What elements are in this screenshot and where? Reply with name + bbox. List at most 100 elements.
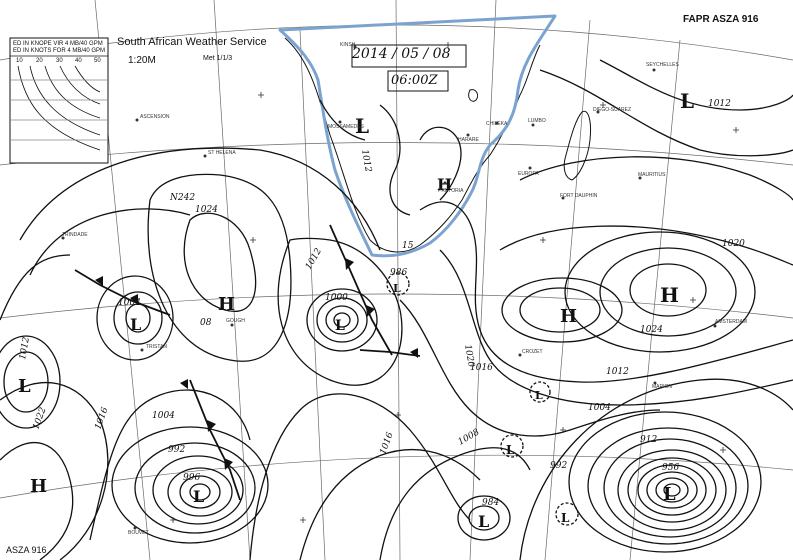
station-marker bbox=[518, 353, 522, 357]
isobar-label: 1012 bbox=[18, 336, 32, 361]
station-marker bbox=[528, 166, 532, 170]
station-marker bbox=[652, 68, 656, 72]
analysis-region-outline bbox=[278, 14, 557, 258]
isobar-ring bbox=[587, 427, 749, 545]
isobar-ring bbox=[134, 442, 256, 534]
isobar-ring bbox=[655, 477, 689, 503]
pressure-centers: L L H H L L L H H L L L H L L L L bbox=[18, 89, 694, 531]
isobar-ring bbox=[603, 438, 737, 538]
station-label: MARION bbox=[652, 384, 672, 390]
station-marker bbox=[140, 348, 144, 352]
station-label: CROZET bbox=[522, 349, 543, 355]
isobar-ring bbox=[555, 502, 579, 526]
isobar-label: 956 bbox=[662, 463, 679, 473]
front-barb bbox=[207, 420, 216, 432]
chart-code-top: FAPR ASZA 916 bbox=[683, 14, 759, 25]
station-marker bbox=[561, 196, 565, 200]
isobar-label: 1016 bbox=[470, 363, 493, 373]
scale-tick: 40 bbox=[75, 58, 82, 64]
isobar-ring bbox=[637, 464, 707, 516]
isobar-ring bbox=[599, 247, 737, 337]
isobar-ring bbox=[500, 434, 524, 458]
front-barb bbox=[345, 258, 354, 270]
scale-tick: 20 bbox=[36, 58, 43, 64]
map-scale: 1:20M bbox=[128, 55, 156, 66]
pressure-center-high: H bbox=[218, 294, 235, 315]
date-box bbox=[351, 44, 467, 68]
met-reference: Met 1/1/3 bbox=[203, 55, 233, 62]
front-barb bbox=[130, 294, 138, 304]
station-label: BOUVET bbox=[128, 530, 149, 536]
station-label: MAURITIUS bbox=[638, 172, 666, 178]
grid-crosses bbox=[170, 42, 739, 523]
isobar-label: 986 bbox=[390, 268, 407, 278]
isobar-ring bbox=[529, 381, 551, 403]
cold-front bbox=[329, 224, 393, 356]
isobars bbox=[0, 59, 793, 560]
isobar-ring bbox=[167, 467, 233, 517]
station-label: SEYCHELLES bbox=[646, 62, 679, 68]
front-barb bbox=[366, 305, 375, 317]
isobar-ring bbox=[325, 305, 359, 335]
pressure-center-low: L bbox=[355, 114, 369, 138]
pressure-center-low: L bbox=[506, 443, 515, 457]
date-time-boxes bbox=[351, 44, 467, 92]
isobar-label: 984 bbox=[482, 498, 499, 508]
station-label: TRISTAN bbox=[146, 344, 167, 350]
isobar-label: 1012 bbox=[606, 367, 629, 377]
isobar-ring bbox=[333, 312, 351, 328]
isobar-ring bbox=[96, 275, 174, 361]
station-marker bbox=[443, 181, 447, 185]
station-label: MOSSAMEDES bbox=[328, 124, 365, 130]
isobar-ring bbox=[316, 297, 368, 343]
lake-victoria bbox=[468, 89, 479, 102]
station-marker bbox=[531, 123, 535, 127]
handwritten-time: 06:00Z bbox=[391, 73, 438, 88]
coast-madagascar bbox=[563, 110, 591, 181]
station-marker bbox=[596, 110, 600, 114]
isobar-ring bbox=[629, 263, 707, 317]
station-label: CHILEKA bbox=[486, 121, 508, 127]
pressure-center-low: L bbox=[18, 376, 31, 397]
isobar-ring bbox=[3, 351, 49, 413]
pressure-center-high: H bbox=[437, 175, 452, 194]
cold-front bbox=[74, 269, 171, 316]
pressure-center-low: L bbox=[535, 389, 543, 402]
station-marker bbox=[713, 324, 717, 328]
front-barb bbox=[180, 379, 188, 389]
station-label: EUROPA bbox=[518, 171, 539, 177]
isobar-label: N242 bbox=[169, 193, 195, 203]
pressure-center-high: H bbox=[660, 283, 679, 307]
isobar-ring bbox=[617, 449, 727, 531]
isobar-label: 1004 bbox=[152, 411, 175, 421]
isobar-ring bbox=[663, 483, 681, 497]
isobar-ring bbox=[457, 495, 511, 541]
isobar-label: 1020 bbox=[722, 239, 745, 249]
station-marker bbox=[135, 118, 139, 122]
pressure-center-low: L bbox=[478, 512, 489, 531]
station-marker bbox=[353, 45, 357, 49]
isobar-ring bbox=[564, 231, 756, 353]
station-marker bbox=[61, 236, 65, 240]
pressure-center-high: H bbox=[560, 306, 577, 327]
scale-box-curves bbox=[10, 65, 108, 151]
front-symbols bbox=[95, 258, 418, 470]
isobar-ring bbox=[113, 291, 163, 345]
isobar-ring bbox=[501, 277, 623, 343]
time-box bbox=[387, 70, 449, 92]
isobar-label: 992 bbox=[168, 445, 185, 455]
pressure-center-low: L bbox=[561, 511, 570, 525]
isobar-label: 1012 bbox=[359, 149, 373, 174]
pressure-center-low: L bbox=[335, 318, 345, 334]
station-label: PRETORIA bbox=[438, 188, 464, 194]
isobar-label: 996 bbox=[183, 473, 200, 483]
isobar-ring bbox=[0, 335, 61, 429]
pressure-center-low: L bbox=[193, 487, 204, 506]
station-label: GOUGH bbox=[226, 318, 245, 324]
isobar-ring bbox=[189, 483, 211, 501]
front-barb bbox=[95, 276, 103, 286]
front-barb bbox=[410, 348, 418, 358]
isobar-label: 912 bbox=[640, 435, 657, 445]
pressure-center-high: H bbox=[30, 476, 47, 497]
latitude-grid bbox=[0, 24, 793, 499]
